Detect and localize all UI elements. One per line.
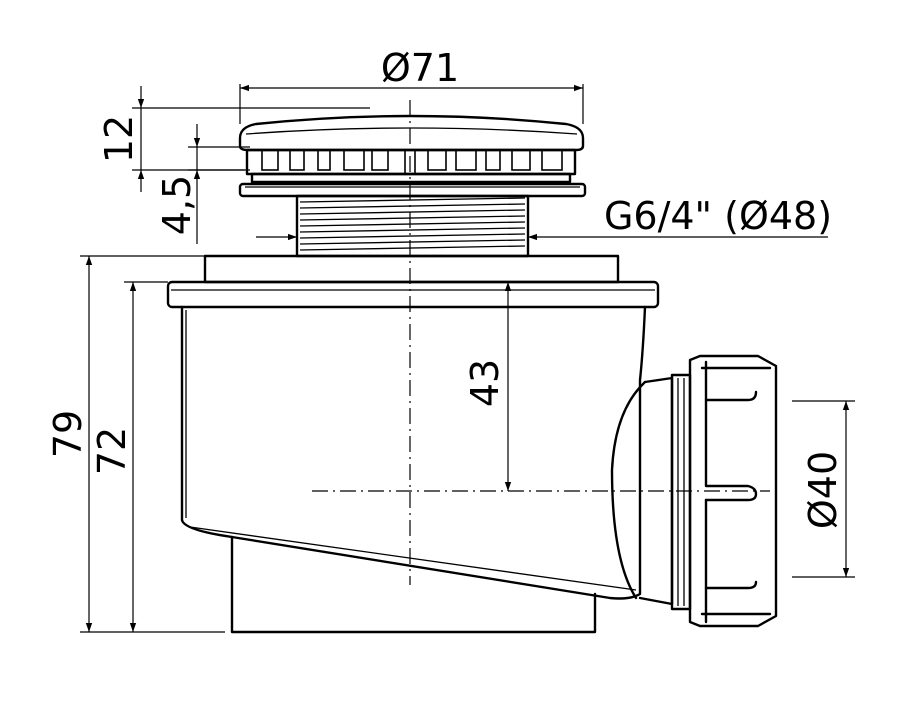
flange-ring [238,182,587,198]
flange-ring-plate [238,182,587,198]
dim-outlet-center: 43 [463,282,512,491]
drain-cap [238,114,585,184]
body-cylinder [180,305,647,600]
dim-outlet-diameter: Ø40 [792,400,855,578]
flange-gap-label: 4,5 [155,175,199,235]
dim-top-diameter: Ø71 [239,46,584,124]
outlet-center-label: 43 [463,359,507,407]
dim-flange-gap: 4,5 [155,124,250,244]
outlet-diameter-label: Ø40 [801,451,845,529]
total-height-label: 79 [46,410,90,458]
dim-cap-height: 12 [97,86,370,192]
bottom-sleeve [230,535,597,634]
thread-size-label: G6/4" (Ø48) [604,194,832,238]
upper-collar [203,254,620,284]
top-diameter-label: Ø71 [381,46,459,90]
threaded-neck [295,194,530,258]
outlet-elbow [610,380,647,600]
dim-thread-size: G6/4" (Ø48) [256,194,832,241]
union-nut [688,354,778,628]
cap-height-label: 12 [97,115,141,163]
drain-body [166,254,660,634]
outlet-thread [670,373,692,611]
body-flange [166,280,660,309]
outlet [610,354,778,628]
body-height-label: 72 [90,427,134,475]
cap-dome [238,114,585,152]
cap-grille [245,148,577,184]
nut-details [700,360,772,624]
thread-lines [299,197,526,251]
dim-body-height: 72 [90,281,168,632]
dim-total-height: 79 [46,255,225,633]
body-slope [189,526,637,591]
